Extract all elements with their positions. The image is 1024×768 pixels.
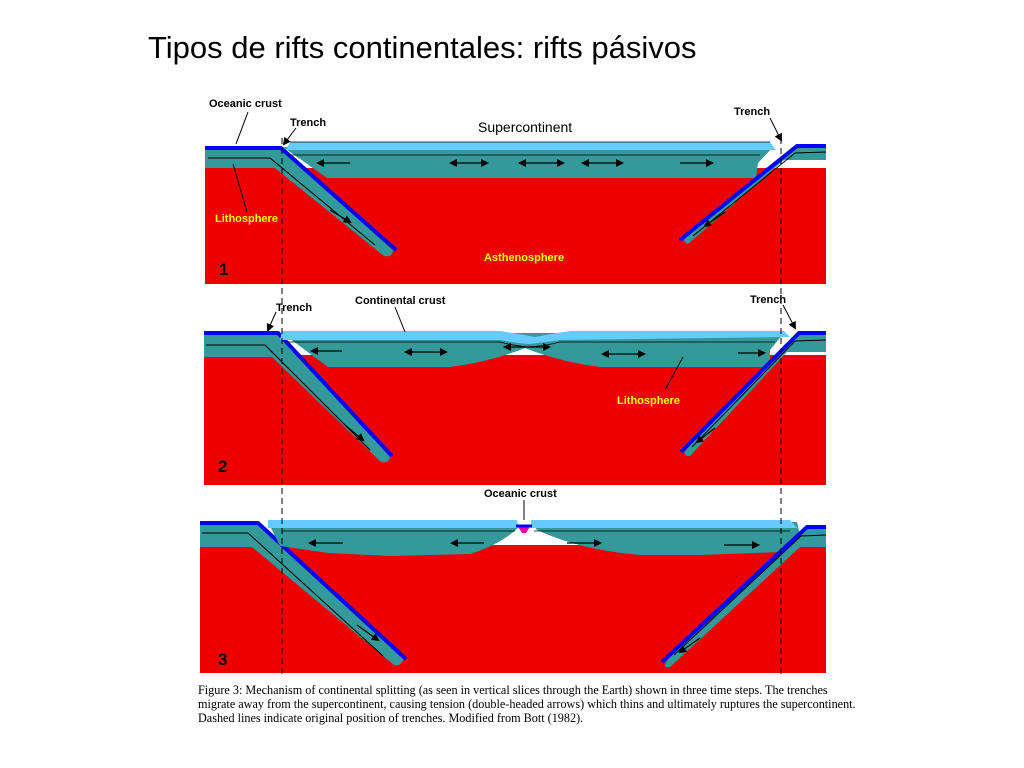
supercontinent-crust — [286, 142, 776, 150]
page-title: Tipos de rifts continentales: rifts pási… — [148, 30, 697, 65]
label-oceanic-crust: Oceanic crust — [209, 98, 282, 110]
step-number-3: 3 — [218, 650, 227, 669]
left-slab — [200, 523, 404, 666]
panel-1: Oceanic crust Trench Trench Supercontine… — [205, 98, 827, 284]
label-lithosphere: Lithosphere — [215, 213, 278, 225]
label-oceanic-crust: Oceanic crust — [484, 488, 557, 500]
label-trench-left: Trench — [276, 302, 312, 314]
continental-crust — [280, 331, 790, 344]
left-continent — [268, 522, 519, 556]
label-trench-right: Trench — [750, 294, 786, 306]
panel-3: Oceanic crust 3 — [200, 488, 827, 673]
right-slab — [665, 527, 826, 668]
label-continental-crust: Continental crust — [355, 295, 446, 307]
label-asthenosphere: Asthenosphere — [484, 252, 564, 264]
step-number-1: 1 — [219, 260, 228, 279]
figure-caption: Figure 3: Mechanism of continental split… — [198, 683, 856, 725]
left-slab — [205, 148, 393, 257]
left-oceanic-crust — [205, 146, 398, 252]
label-trench-right: Trench — [734, 106, 770, 118]
left-slab — [204, 333, 390, 463]
label-lithosphere: Lithosphere — [617, 395, 680, 407]
label-trench-left: Trench — [290, 117, 326, 129]
right-slab — [684, 146, 826, 244]
panel-2: Trench Trench Continental crust Lithosph… — [204, 294, 827, 485]
step-number-2: 2 — [218, 457, 227, 476]
right-slab — [684, 333, 826, 457]
label-supercontinent: Supercontinent — [478, 119, 572, 135]
